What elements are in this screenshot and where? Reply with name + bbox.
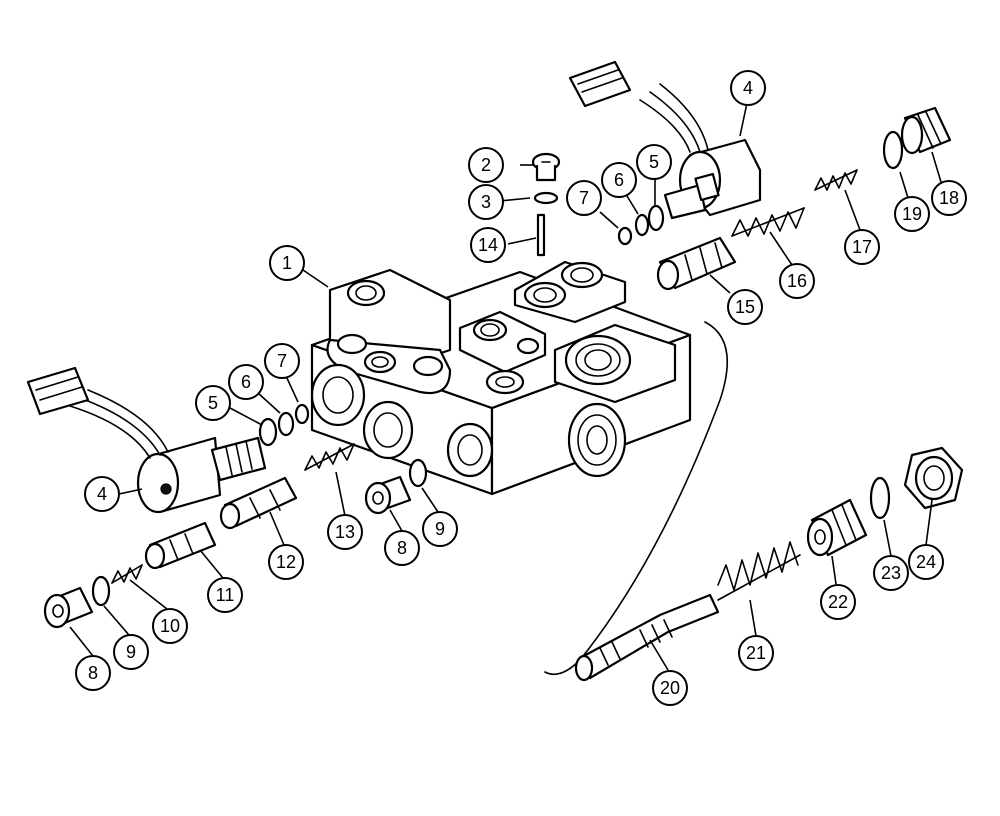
callout-label: 15 [735,297,755,317]
callout-label: 19 [902,204,922,224]
callout-label: 11 [216,585,235,605]
callout-7-upper: 7 [566,180,602,216]
callout-label: 23 [881,563,901,583]
spring-10 [111,564,143,584]
pin-14 [536,213,546,257]
callout-label: 9 [435,519,445,539]
spool-20 [574,593,720,682]
callout-1: 1 [269,245,305,281]
o-ring-19 [882,130,904,170]
spool-15 [656,236,737,291]
callout-label: 18 [939,188,959,208]
callout-label: 6 [241,372,251,392]
callout-leaders [69,102,942,671]
ring-6-left [277,411,295,437]
callout-4-left: 4 [84,476,120,512]
poppet-22 [806,498,868,557]
plug-screw-2 [531,152,561,182]
callout-label: 20 [660,678,680,698]
callout-9-left: 9 [113,634,149,670]
spring-16 [731,207,805,237]
callout-label: 21 [746,643,766,663]
ring-5-left [258,417,278,447]
callout-20: 20 [652,670,688,706]
callout-24: 24 [908,544,944,580]
ring-7-left [294,403,310,425]
spool-11 [144,521,217,570]
callout-label: 9 [126,642,136,662]
ring-5-upper [647,204,665,232]
spring-17 [814,169,858,191]
callout-label: 4 [743,78,753,98]
callout-22: 22 [820,584,856,620]
spool-12 [219,476,298,530]
callout-label: 24 [916,552,936,572]
callout-11: 11 [207,577,243,613]
callout-23: 23 [873,555,909,591]
callout-2: 2 [468,147,504,183]
callout-4-upper: 4 [730,70,766,106]
lower-right-parts [544,321,964,682]
spring-21 [717,541,801,601]
callout-label: 8 [88,663,98,683]
callout-label: 13 [335,522,355,542]
spring-13 [304,443,355,471]
callout-label: 7 [579,188,589,208]
callout-21: 21 [738,635,774,671]
callout-18: 18 [931,180,967,216]
callout-label: 3 [481,192,491,212]
left-parts [26,366,428,629]
callout-8-middle: 8 [384,530,420,566]
valve-body [310,260,692,496]
callout-label: 2 [481,155,491,175]
callout-8-left: 8 [75,655,111,691]
callout-label: 16 [787,271,807,291]
callout-6-upper: 6 [601,162,637,198]
nut-24 [903,446,964,510]
callout-label: 8 [397,538,407,558]
callout-3: 3 [468,184,504,220]
callout-label: 1 [282,253,292,273]
ring-6-upper [634,213,650,237]
solenoid-4-upper [568,60,762,220]
callouts: 1 2 3 14 7 6 5 4 19 18 17 16 15 5 6 7 4 … [75,70,967,706]
callout-17: 17 [844,229,880,265]
callout-label: 10 [160,616,180,636]
o-ring-9-left [91,575,111,607]
callout-5-upper: 5 [636,144,672,180]
ring-7-upper [617,226,633,246]
callout-label: 5 [208,393,218,413]
callout-5-left: 5 [195,385,231,421]
solenoid-4-left [26,366,267,514]
o-ring-23 [869,476,891,520]
callout-9-middle: 9 [422,511,458,547]
callout-19: 19 [894,196,930,232]
callout-label: 12 [276,552,296,572]
o-ring-9-middle [408,458,428,488]
callout-13: 13 [327,514,363,550]
plug-18 [900,106,952,155]
upper-right-parts [531,60,952,291]
callout-label: 17 [852,237,872,257]
callout-label: 7 [277,351,287,371]
callout-12: 12 [268,544,304,580]
callout-6-left: 6 [228,364,264,400]
callout-label: 6 [614,170,624,190]
callout-15: 15 [727,289,763,325]
plug-8-left [43,586,94,629]
callout-label: 4 [97,484,107,504]
callout-7-left: 7 [264,343,300,379]
callout-10: 10 [152,608,188,644]
plug-8-middle [364,475,412,515]
callout-14: 14 [470,227,506,263]
callout-label: 22 [828,592,848,612]
callout-16: 16 [779,263,815,299]
o-ring-3 [533,191,559,205]
callout-label: 5 [649,152,659,172]
callout-label: 14 [478,235,498,255]
